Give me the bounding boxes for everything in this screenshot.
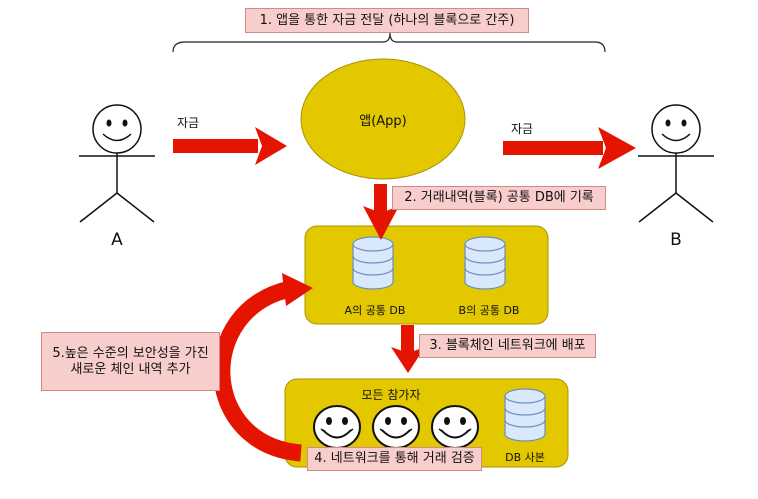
step2-label: 2. 거래내역(블록) 공통 DB에 기록 xyxy=(392,186,606,210)
fund-label-left: 자금 xyxy=(176,116,200,130)
db-a-label: A의 공통 DB xyxy=(344,304,406,317)
actor-b-name: B xyxy=(670,230,682,250)
step5-line1: 5.높은 수준의 보안성을 가진 xyxy=(52,345,209,361)
arrow-db-to-network xyxy=(391,325,425,373)
db-a-icon xyxy=(352,236,394,290)
arrow-a-to-app xyxy=(173,127,287,165)
db-b-label: B의 공통 DB xyxy=(458,304,520,317)
actor-a-name: A xyxy=(111,230,123,250)
step5-line2: 새로운 체인 내역 추가 xyxy=(70,361,191,377)
top-brace xyxy=(172,32,606,53)
step4-label: 4. 네트워크를 통해 거래 검증 xyxy=(307,447,482,471)
actor-a-icon xyxy=(79,104,155,223)
db-copy-icon xyxy=(504,388,546,442)
arrow-app-to-db xyxy=(363,184,399,240)
arrow-new-chain-loop-head xyxy=(282,273,313,306)
arrow-new-chain-loop xyxy=(213,280,302,462)
step5-label: 5.높은 수준의 보안성을 가진 새로운 체인 내역 추가 xyxy=(41,332,220,391)
participant-smiley-icon xyxy=(431,405,479,449)
app-label: 앱(App) xyxy=(359,114,407,129)
step1-label: 1. 앱을 통한 자금 전달 (하나의 블록으로 간주) xyxy=(245,8,529,33)
db-b-icon xyxy=(464,236,506,290)
step3-label: 3. 블록체인 네트워크에 배포 xyxy=(419,334,596,358)
participant-smiley-icon xyxy=(372,405,420,449)
participants-title: 모든 참가자 xyxy=(361,388,421,402)
app-ellipse xyxy=(300,58,466,180)
participant-smiley-icon xyxy=(313,405,361,449)
fund-label-right: 자금 xyxy=(510,122,534,136)
db-copy-label: DB 사본 xyxy=(505,451,545,464)
arrow-app-to-b xyxy=(503,127,636,169)
actor-b-icon xyxy=(638,104,714,223)
